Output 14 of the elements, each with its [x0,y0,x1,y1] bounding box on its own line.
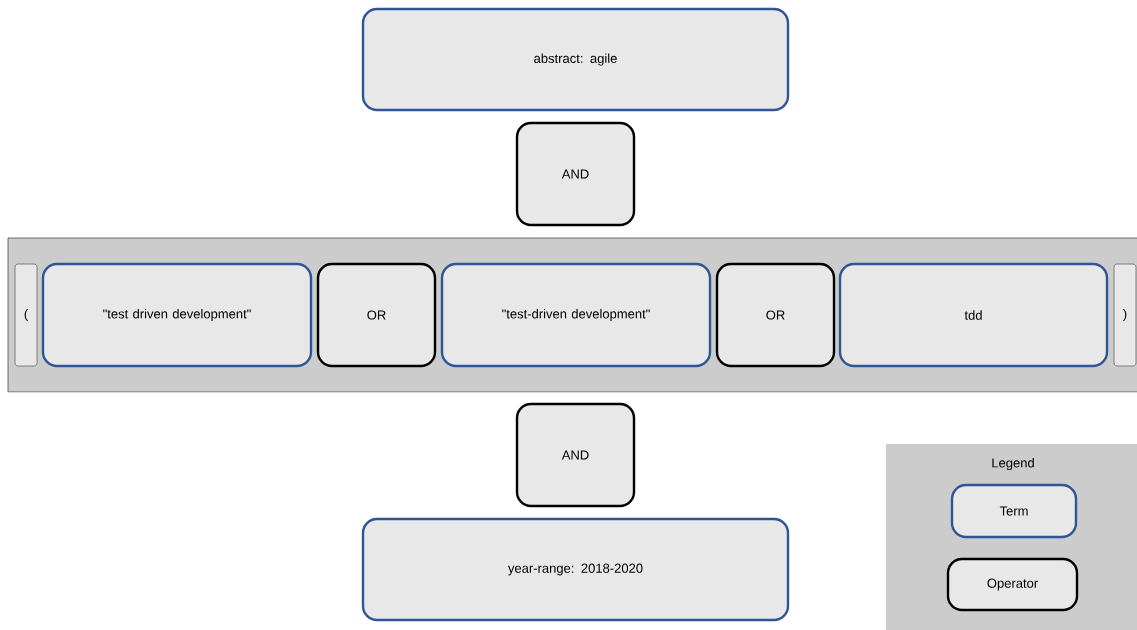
parenthesis-box: ( [14,263,38,367]
operator-box: OR [316,262,437,368]
legend-item: Operator [946,557,1079,612]
legend-title: Legend [992,457,1034,471]
operator-box: AND [515,402,636,508]
operator-box: AND [515,121,636,227]
parenthesis-box: ) [1113,263,1137,367]
term-box: year-range: 2018-2020 [361,517,790,622]
operator-box: OR [715,262,836,368]
legend-item: Term [950,483,1078,539]
term-box: "test driven development" [41,262,313,368]
term-box: tdd [838,262,1109,368]
term-box: "test-driven development" [440,262,712,368]
term-box: abstract: agile [361,7,790,112]
